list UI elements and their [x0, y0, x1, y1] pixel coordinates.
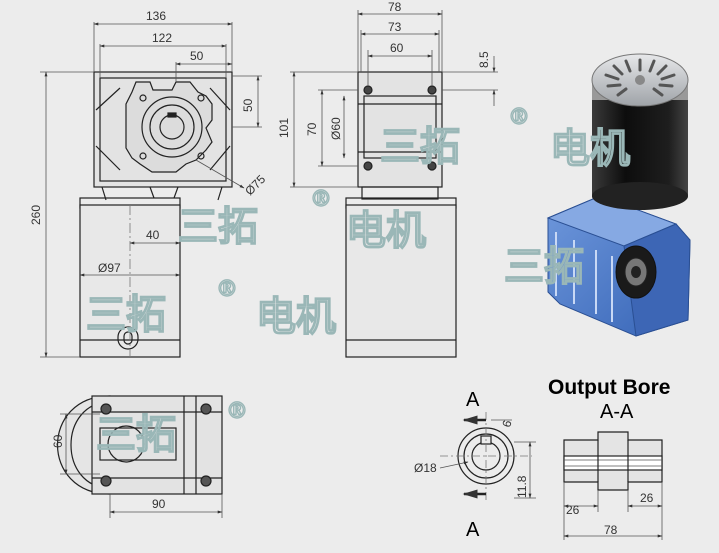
- bottom-bore: [107, 425, 145, 463]
- side-bolt: [363, 85, 373, 95]
- section-a-a: [563, 431, 663, 491]
- section-bore: [563, 455, 663, 471]
- front-keyway: [167, 112, 177, 118]
- watermark-registered: ®: [226, 399, 248, 424]
- watermark-registered: ®: [310, 187, 332, 212]
- dim-50-vertical: 50: [241, 98, 255, 112]
- side-dim-texts: 78 73 60 8.5 101 70 Ø60: [277, 0, 491, 140]
- cut-label-bottom: A: [466, 519, 480, 541]
- side-view: [345, 71, 457, 358]
- front-neck-lines: [101, 186, 223, 201]
- side-bolt: [427, 85, 437, 95]
- watermark-product: 电机: [346, 208, 426, 254]
- dim-101: 101: [277, 118, 291, 138]
- watermark-product: 电机: [550, 126, 630, 172]
- side-gearbox-center: [363, 95, 437, 159]
- dim-d97: Ø97: [98, 261, 121, 275]
- dim-26-right: 26: [640, 491, 654, 505]
- front-rib: [209, 87, 231, 111]
- bottom-shaft-housing: [99, 427, 177, 461]
- dim-73: 73: [388, 20, 402, 34]
- dim-8-5: 8.5: [477, 51, 491, 68]
- front-dimensions: [40, 22, 262, 358]
- watermark-brand: 三拓: [504, 244, 584, 290]
- side-bolt: [363, 161, 373, 171]
- section-label: A-A: [600, 401, 634, 423]
- front-dim-texts: 136 122 50 50 Ø75 260 40 Ø97: [29, 9, 268, 275]
- output-bore-title: Output Bore: [548, 376, 670, 399]
- front-motor-connector-inner: [123, 331, 133, 345]
- front-mid-circle: [149, 104, 195, 150]
- bottom-dimensions: [60, 413, 223, 518]
- front-outer-circle: [141, 96, 203, 158]
- dim-60: 60: [390, 41, 404, 55]
- front-bolt-hole: [139, 94, 147, 102]
- watermark-brand: 三拓: [96, 412, 176, 458]
- section-texts: Output Bore A-A 26 26 78: [548, 376, 670, 537]
- bore-dimensions: [439, 419, 536, 499]
- side-motor-body: [345, 204, 457, 358]
- dim-keyway-6: 6: [499, 418, 514, 428]
- product-3d-render: [546, 53, 691, 337]
- front-rib: [95, 87, 121, 111]
- watermark-brand: 三拓: [380, 124, 460, 170]
- bore-texts: A A 6 Ø18 11.8: [414, 389, 529, 541]
- front-bolt-hole: [139, 152, 147, 160]
- bore-detail: [440, 412, 532, 500]
- dim-d75: Ø75: [242, 172, 268, 198]
- dim-70: 70: [305, 122, 319, 136]
- dim-90: 90: [152, 497, 166, 511]
- front-flange-profile: [125, 81, 213, 173]
- watermark-registered: ®: [508, 105, 530, 130]
- dim-136: 136: [146, 9, 166, 23]
- watermark-brand: 三拓: [86, 292, 166, 338]
- front-bolt-hole: [197, 94, 205, 102]
- dim-d75-leader: [195, 159, 245, 189]
- watermark-product: 电机: [256, 294, 336, 340]
- dim-40: 40: [146, 228, 160, 242]
- section-dimensions: [563, 482, 663, 540]
- front-rib: [209, 145, 231, 171]
- front-gearbox-inner: [99, 77, 227, 182]
- dim-122: 122: [152, 31, 172, 45]
- side-bolt: [427, 161, 437, 171]
- dim-d18: Ø18: [414, 461, 437, 475]
- cut-label-top: A: [466, 389, 480, 411]
- watermarks: 三拓 ® 电机 三拓 ® 电机 三拓 三拓 ® 电机 三拓 ®: [85, 104, 630, 458]
- dim-260: 260: [29, 205, 43, 225]
- bottom-dim-texts: 60 90: [51, 434, 166, 511]
- bottom-view: [56, 395, 223, 495]
- dim-60-bottom: 60: [51, 434, 65, 448]
- dim-26-left: 26: [566, 503, 580, 517]
- dim-78-section: 78: [604, 523, 618, 537]
- dim-d60: Ø60: [329, 117, 343, 140]
- watermark-registered: ®: [216, 277, 238, 302]
- side-dimensions: [290, 10, 498, 188]
- dim-50-horizontal: 50: [190, 49, 204, 63]
- dim-78: 78: [388, 0, 402, 14]
- front-motor-connector: [117, 326, 139, 350]
- front-bolt-hole: [197, 152, 205, 160]
- dim-11-8: 11.8: [515, 475, 529, 498]
- front-rib: [95, 145, 121, 171]
- side-neck: [361, 186, 439, 200]
- front-view: [79, 71, 233, 358]
- watermark-brand: 三拓: [178, 204, 258, 250]
- render-motor-body: [592, 92, 688, 208]
